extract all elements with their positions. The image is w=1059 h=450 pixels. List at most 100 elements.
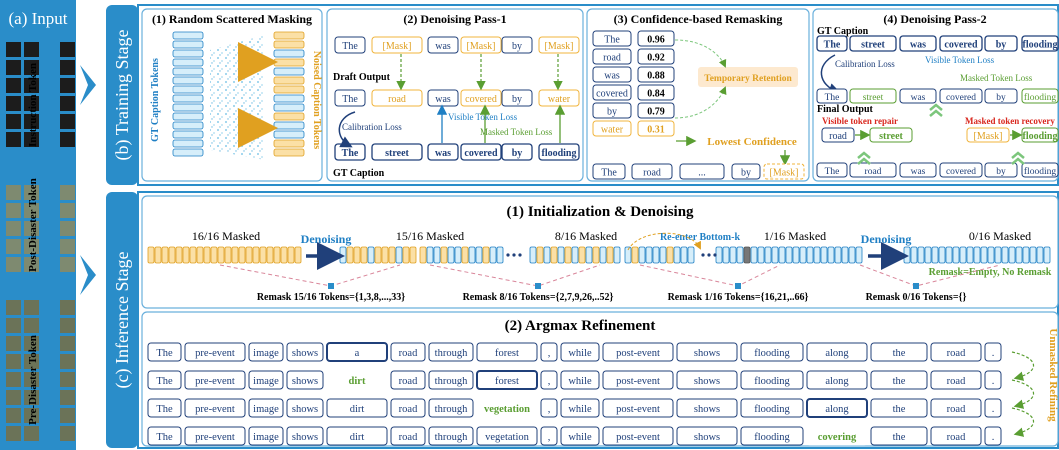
sequence-token (203, 246, 211, 264)
token-box (540, 342, 558, 362)
sequence-token (841, 246, 849, 264)
remask-node (913, 283, 919, 289)
argmax-token: , (540, 398, 558, 418)
token-box (592, 48, 632, 65)
input-tile (6, 372, 21, 387)
remask-dashed-lines (219, 232, 1001, 289)
sequence-token (736, 246, 744, 264)
input-tile (60, 354, 75, 369)
token-box (740, 370, 804, 390)
pass1-input-token: [Mask] (371, 36, 423, 54)
sequence-token (175, 246, 183, 264)
token-box (476, 398, 538, 418)
sequence-token (820, 246, 828, 264)
remask-line (429, 264, 601, 287)
sequence-token (1036, 246, 1044, 264)
token-text: by (512, 41, 522, 52)
token-text: covered (596, 89, 628, 100)
token-text: covered (944, 40, 978, 51)
sequence-token (475, 246, 483, 264)
sequence-token (848, 246, 856, 264)
confidence-word: road (592, 48, 632, 65)
pass1-draft-token: was (427, 89, 459, 107)
panel-4-title: (4) Denoising Pass-2 (883, 12, 986, 26)
pass1-draft-token: road (371, 89, 423, 107)
sequence-token (592, 246, 600, 264)
sequence-token (402, 246, 410, 264)
sequence-token (543, 246, 551, 264)
token-text: covered (946, 167, 976, 177)
pass2-calibration-label: Calibration Loss (835, 59, 895, 69)
argmax-token: . (984, 342, 1002, 362)
sequence-token (687, 246, 695, 264)
sequence-token (945, 246, 953, 264)
sequence-token (785, 246, 793, 264)
recover-from-token: [Mask] (966, 127, 1010, 143)
token-box (248, 370, 284, 390)
token-text: street (863, 93, 884, 103)
token-box (560, 426, 600, 446)
input-tile (6, 78, 21, 93)
argmax-token: while (560, 370, 600, 390)
token-text: shows (694, 376, 720, 387)
pass1-draft-token: by (501, 89, 533, 107)
argmax-token: pre-event (184, 370, 246, 390)
init-title: (1) Initialization & Denoising (506, 204, 694, 220)
token-text: The (156, 348, 173, 359)
argmax-token: the (870, 370, 928, 390)
token-text: post-event (616, 404, 660, 415)
input-tile (24, 257, 39, 272)
token-box (806, 370, 868, 390)
gt-token (172, 58, 204, 67)
token-text: shows (292, 404, 318, 415)
token-text: pre-event (195, 432, 235, 443)
token-box (460, 36, 502, 54)
token-box (427, 36, 459, 54)
token-box (286, 398, 324, 418)
token-text: ... (698, 168, 706, 179)
token-text: flooding (754, 404, 790, 415)
sequence-token (966, 246, 974, 264)
token-box (540, 398, 558, 418)
argmax-token: forest (476, 342, 538, 362)
token-text: by (512, 94, 522, 105)
remask-row-token: by (731, 163, 761, 180)
token-box (326, 426, 388, 446)
pass1-masked-loss-label: Masked Token Loss (480, 127, 553, 137)
input-tile (60, 114, 75, 129)
temporary-retention-box (698, 67, 798, 87)
token-text: through (435, 432, 468, 443)
token-box (637, 30, 675, 47)
sequence-token (757, 246, 765, 264)
argmax-token: , (540, 342, 558, 362)
token-text: road (829, 131, 847, 142)
sequence-token (161, 246, 169, 264)
token-text: image (253, 404, 279, 415)
sequence-token (489, 246, 497, 264)
argmax-token: image (248, 342, 284, 362)
confidence-score: 0.31 (637, 120, 675, 137)
sequence-token (182, 246, 190, 264)
argmax-token: shows (286, 398, 324, 418)
sequence-token (196, 246, 204, 264)
token-box (984, 162, 1018, 178)
token-box (1021, 35, 1059, 52)
token-text: 0.88 (647, 71, 665, 82)
confidence-score: 0.96 (637, 30, 675, 47)
count-0: 0/16 Masked (969, 229, 1031, 243)
argmax-token: while (560, 398, 600, 418)
panel-argmax-refinement: (2) Argmax Refinement Unmasked Refining … (141, 311, 1059, 447)
token-box (501, 89, 533, 107)
sequence-token (813, 246, 821, 264)
token-text: [Mask] (467, 41, 496, 52)
token-text: was (435, 41, 451, 52)
input-tile (60, 390, 75, 405)
token-text: shows (292, 348, 318, 359)
token-text: pre-event (195, 404, 235, 415)
sequence-token (374, 246, 382, 264)
token-text: , (548, 348, 551, 359)
sequence-token (210, 246, 218, 264)
sequence-token (426, 246, 434, 264)
gt-token (172, 121, 204, 130)
input-tile (24, 408, 39, 423)
